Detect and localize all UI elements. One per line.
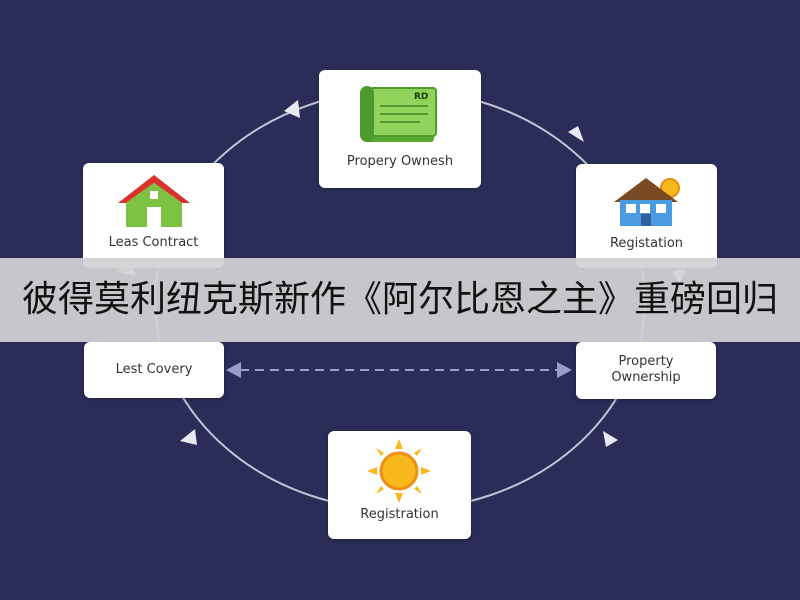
- headline-text: 彼得莫利纽克斯新作《阿尔比恩之主》重磅回归: [21, 279, 778, 320]
- dashed-arrow-left-head: [226, 362, 241, 378]
- node-bottom-label: Registration: [360, 507, 439, 522]
- house-icon: [118, 175, 190, 227]
- node-top-label: Propery Ownesh: [346, 154, 454, 169]
- document-icon-text: RD: [414, 92, 428, 102]
- arrow-bottom-left: [180, 429, 197, 445]
- arrow-top-right: [568, 126, 584, 142]
- node-top: RD Propery Ownesh: [319, 70, 481, 188]
- node-left-lower: Lest Covery: [84, 342, 224, 398]
- headline-banner: 彼得莫利纽克斯新作《阿尔比恩之主》重磅回归: [0, 258, 800, 342]
- sun-icon: [367, 439, 431, 503]
- node-left-upper-label: Leas Contract: [108, 235, 199, 250]
- node-bottom: Registration: [328, 431, 471, 539]
- arrow-top-left: [284, 100, 300, 118]
- arrow-bottom-right: [603, 431, 618, 447]
- document-icon: RD: [360, 86, 437, 142]
- node-right-lower-label-line1: Property: [618, 354, 674, 369]
- node-right-lower: Property Ownership: [576, 342, 716, 399]
- node-right-lower-label-line2: Ownership: [611, 370, 681, 385]
- node-right-upper: Registation: [576, 164, 717, 268]
- dashed-arrow-right-head: [557, 362, 572, 378]
- node-left-lower-label: Lest Covery: [115, 362, 193, 377]
- node-right-upper-label: Registation: [609, 236, 684, 251]
- house-with-sun-icon: [614, 178, 680, 226]
- node-left-upper: Leas Contract: [83, 163, 224, 268]
